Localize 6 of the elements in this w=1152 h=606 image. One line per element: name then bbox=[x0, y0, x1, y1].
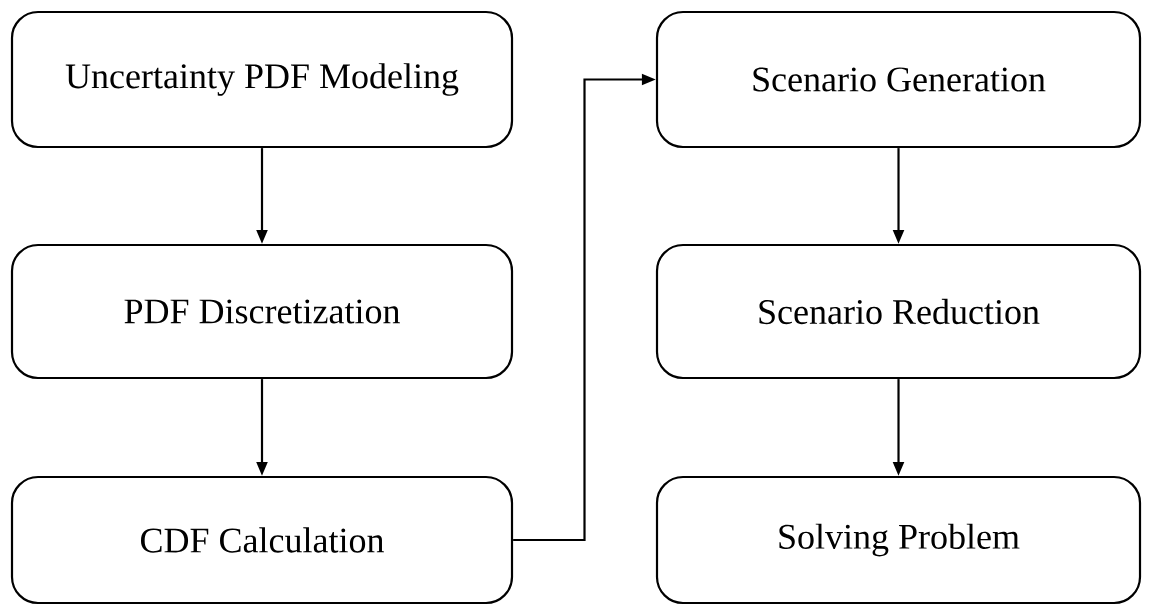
process-box: PDF Discretization bbox=[10, 243, 514, 380]
process-box: Solving Problem bbox=[655, 475, 1142, 605]
process-box: Scenario Generation bbox=[655, 10, 1142, 149]
process-box: Scenario Reduction bbox=[655, 243, 1142, 380]
process-box: Uncertainty PDF Modeling bbox=[10, 10, 514, 149]
process-box: CDF Calculation bbox=[10, 475, 514, 605]
